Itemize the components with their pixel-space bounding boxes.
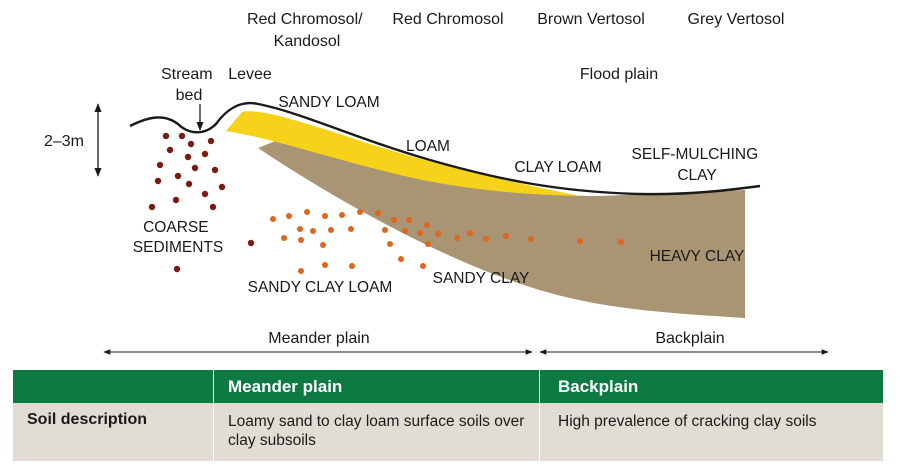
orange-dot <box>483 236 489 242</box>
coarse-dot <box>154 177 162 185</box>
layer-label-self-mulching-clay: SELF-MULCHING CLAY <box>632 146 763 184</box>
coarse-dot <box>201 190 209 198</box>
orange-dot <box>349 263 355 269</box>
coarse-dot <box>211 166 219 174</box>
orange-dot <box>528 236 534 242</box>
orange-dot <box>398 256 404 262</box>
coarse-dot <box>174 172 182 180</box>
orange-dot <box>320 242 326 248</box>
coarse-dot <box>173 265 181 273</box>
coarse-dot <box>191 164 199 172</box>
orange-dot <box>281 235 287 241</box>
orange-dot <box>454 235 460 241</box>
landform-label-levee: Levee <box>228 66 272 83</box>
layer-label-sandy-clay-loam: SANDY CLAY LOAM <box>248 279 393 296</box>
orange-dot <box>417 230 423 236</box>
orange-dot <box>298 268 304 274</box>
coarse-sediment-dots <box>148 132 255 273</box>
orange-dot <box>618 239 624 245</box>
coarse-dot <box>201 150 209 158</box>
orange-dot <box>286 213 292 219</box>
orange-dot <box>297 226 303 232</box>
orange-dot <box>348 226 354 232</box>
orange-dot <box>357 209 363 215</box>
soil-label-grey-vertosol: Grey Vertosol <box>688 11 785 28</box>
orange-dot <box>382 227 388 233</box>
soil-cross-section-diagram: Red Chromosol/ Kandosol Red Chromosol Br… <box>44 11 829 355</box>
layer-label-clay-loam: CLAY LOAM <box>514 159 601 176</box>
landform-label-flood-plain: Flood plain <box>580 66 658 83</box>
orange-dot <box>298 237 304 243</box>
coarse-dot <box>178 132 186 140</box>
table-header-backplain: Backplain <box>539 370 883 403</box>
orange-dot <box>322 213 328 219</box>
orange-dot <box>310 228 316 234</box>
depth-scale-label: 2–3m <box>44 133 84 150</box>
heavy-clay-layer <box>258 136 745 318</box>
soil-description-table: Meander plain Backplain Soil description… <box>13 370 883 461</box>
coarse-dot <box>172 196 180 204</box>
orange-dot <box>322 262 328 268</box>
soil-label-red-chromosol: Red Chromosol <box>392 11 503 28</box>
soil-label-brown-vertosol: Brown Vertosol <box>537 11 645 28</box>
orange-dot <box>406 217 412 223</box>
layer-label-sandy-loam: SANDY LOAM <box>278 94 379 111</box>
sandy-clay-dots <box>270 209 624 274</box>
coarse-dot <box>218 183 226 191</box>
orange-dot <box>402 228 408 234</box>
coarse-dot <box>156 161 164 169</box>
coarse-dot <box>187 140 195 148</box>
orange-dot <box>577 238 583 244</box>
sandy-loam-layer <box>226 111 580 196</box>
orange-dot <box>424 222 430 228</box>
coarse-dot <box>162 132 170 140</box>
orange-dot <box>270 216 276 222</box>
orange-dot <box>375 210 381 216</box>
orange-dot <box>503 233 509 239</box>
table-header-meander-plain: Meander plain <box>213 370 539 403</box>
layer-label-heavy-clay: HEAVY CLAY <box>650 248 745 265</box>
orange-dot <box>387 241 393 247</box>
coarse-dot <box>185 180 193 188</box>
orange-dot <box>435 231 441 237</box>
layer-label-sandy-clay: SANDY CLAY <box>433 270 530 287</box>
soil-label-red-chromosol-kandosol: Red Chromosol/ Kandosol <box>247 11 367 50</box>
layer-label-coarse-sediments: COARSE SEDIMENTS <box>133 219 223 256</box>
coarse-dot <box>209 203 217 211</box>
orange-dot <box>328 227 334 233</box>
orange-dot <box>391 217 397 223</box>
orange-dot <box>304 209 310 215</box>
cell-backplain-description: High prevalence of cracking clay soils <box>539 403 883 461</box>
orange-dot <box>425 241 431 247</box>
landform-label-stream-bed: Stream bed <box>161 66 217 104</box>
table-header-row: Meander plain Backplain <box>13 370 883 403</box>
table-row: Soil description Loamy sand to clay loam… <box>13 403 883 461</box>
zone-label-backplain: Backplain <box>655 330 724 347</box>
zone-label-meander-plain: Meander plain <box>268 330 369 347</box>
layer-label-loam: LOAM <box>406 138 450 155</box>
ground-surface-line <box>129 101 761 196</box>
table-header-empty-cell <box>13 370 213 403</box>
coarse-dot <box>166 146 174 154</box>
coarse-dot <box>247 239 255 247</box>
coarse-dot <box>148 203 156 211</box>
coarse-dot <box>184 153 192 161</box>
coarse-dot <box>207 137 215 145</box>
row-label-soil-description: Soil description <box>27 411 148 428</box>
cell-meander-description: Loamy sand to clay loam surface soils ov… <box>213 403 539 461</box>
orange-dot <box>339 212 345 218</box>
orange-dot <box>420 263 426 269</box>
orange-dot <box>467 230 473 236</box>
